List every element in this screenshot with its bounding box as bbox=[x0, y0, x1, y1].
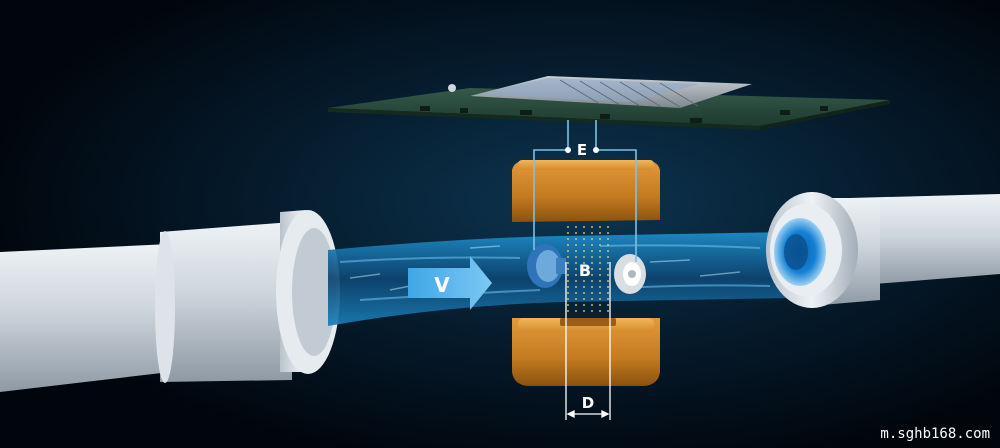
magnetic-field-lines bbox=[567, 226, 609, 312]
electrode-right bbox=[614, 254, 646, 294]
wire-node-right bbox=[593, 147, 599, 153]
circuit-board bbox=[328, 76, 890, 130]
top-magnet bbox=[512, 160, 660, 222]
right-pipe bbox=[766, 192, 1000, 308]
magnetic-field-label: B bbox=[579, 261, 591, 280]
flow-arrow: V bbox=[408, 256, 492, 310]
voltage-label: E bbox=[577, 141, 587, 159]
left-pipe bbox=[0, 210, 340, 392]
wire-node-left bbox=[565, 147, 571, 153]
diameter-label: D bbox=[582, 394, 594, 412]
diameter-dimension bbox=[565, 262, 611, 420]
bottom-magnet bbox=[512, 318, 660, 386]
led-component bbox=[448, 84, 456, 92]
voltage-wires bbox=[533, 120, 637, 262]
electrode-left bbox=[527, 244, 566, 288]
watermark-text: m.sghb168.com bbox=[880, 426, 990, 442]
velocity-label: V bbox=[434, 273, 450, 297]
